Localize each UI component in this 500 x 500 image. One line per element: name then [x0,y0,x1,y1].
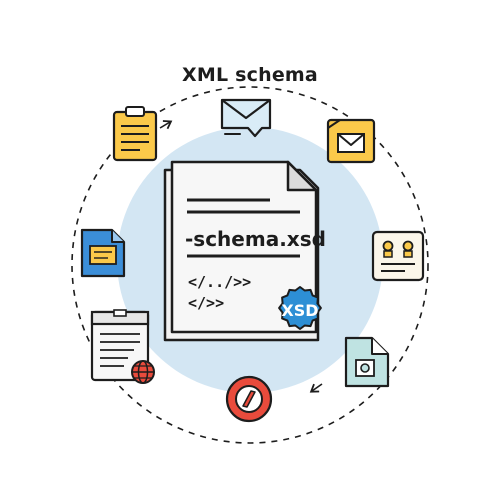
xsd-badge-label: XSD [281,301,318,320]
mail-folder-icon[interactable] [326,118,376,164]
blue-file-icon[interactable] [80,228,126,278]
document-filename: -schema.xsd [185,227,326,251]
code-line-2: </>> [188,294,224,312]
cycle-arrow-bottom-right [309,383,323,393]
envelope-icon[interactable] [220,98,272,138]
diagram-title: XML schema [182,64,318,86]
globe-icon [131,360,155,384]
compass-icon[interactable] [225,375,273,423]
file-settings-icon[interactable] [344,336,390,388]
cycle-arrow-top-left [159,120,173,130]
id-card-icon[interactable] [371,230,425,282]
web-document-icon[interactable] [90,309,155,384]
xsd-document: -schema.xsd </../>> </>> [163,160,326,342]
clipboard-icon[interactable] [112,106,158,162]
code-line-1: </../>> [188,273,251,291]
xsd-badge: XSD [278,286,322,330]
cycle-ring [71,86,429,444]
